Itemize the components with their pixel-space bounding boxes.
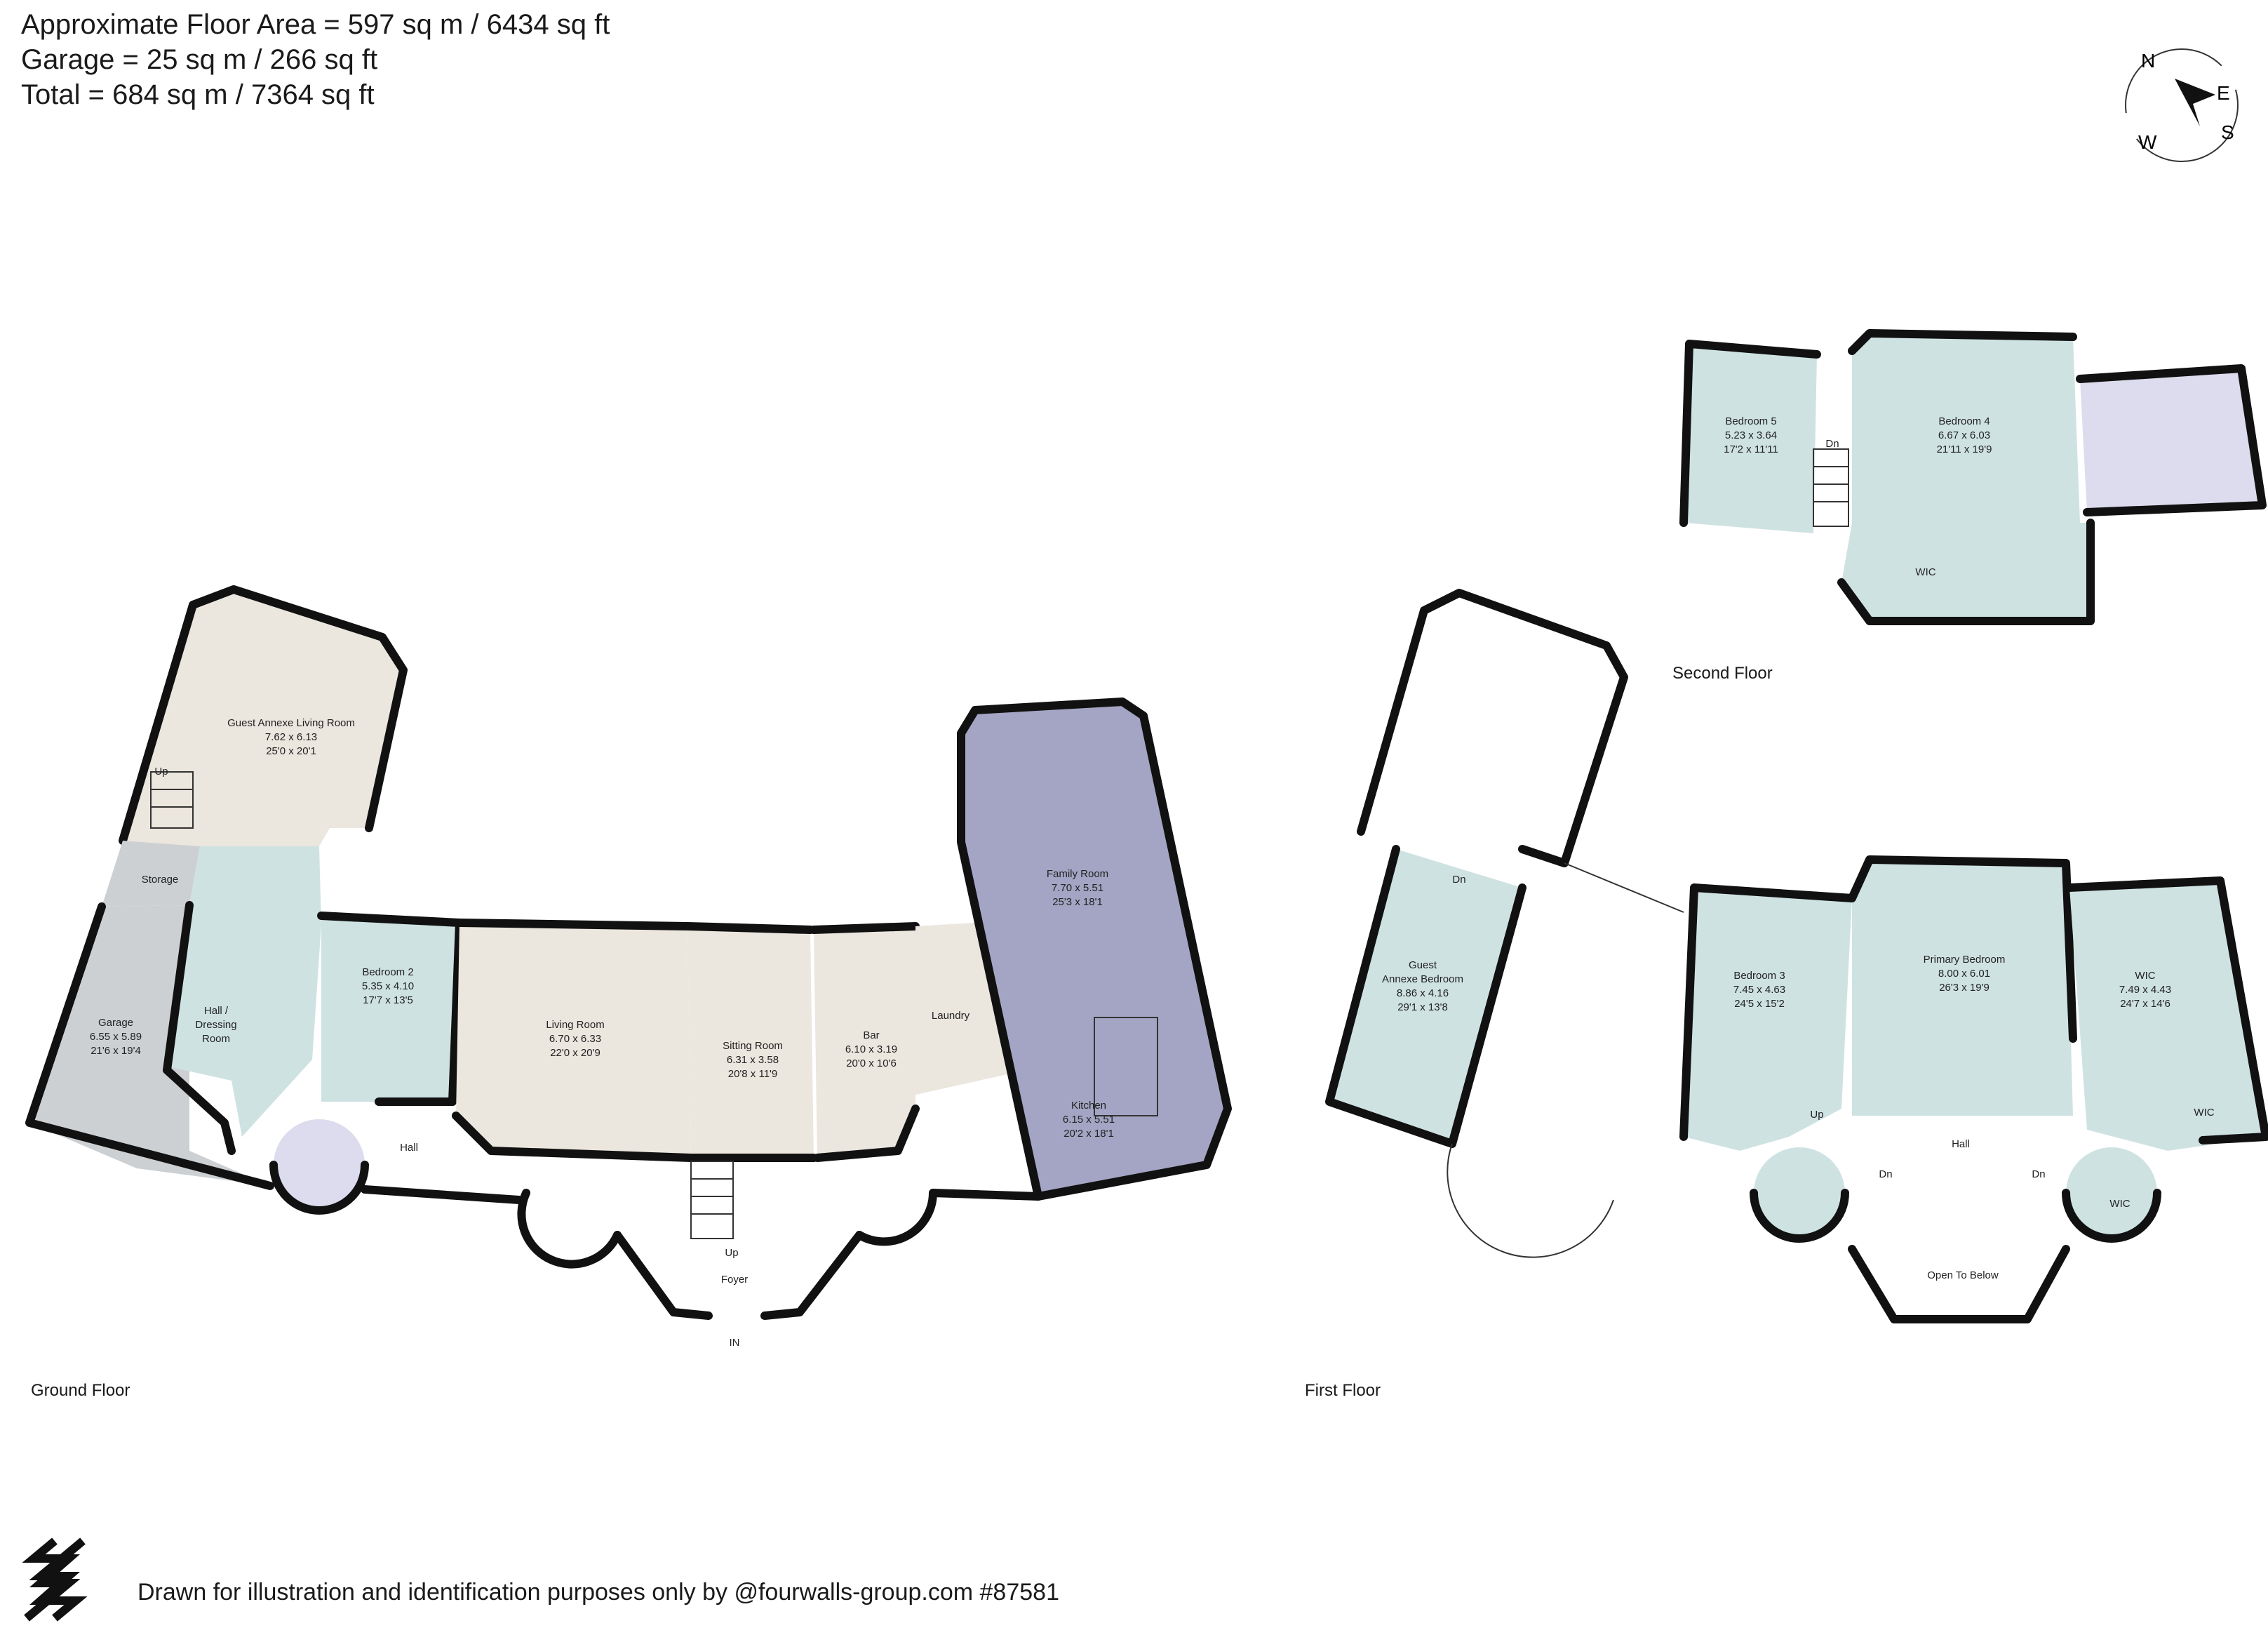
label-up-ground: Up	[725, 1247, 738, 1259]
room-guest-bedroom-ft: 29'1 x 13'8	[1397, 1001, 1448, 1013]
room-living-ft: 22'0 x 20'9	[550, 1047, 600, 1059]
room-primary-ft: 26'3 x 19'9	[1939, 982, 1989, 994]
room-kitchen-ft: 20'2 x 18'1	[1063, 1128, 1114, 1140]
room-primary-name: Primary Bedroom	[1924, 954, 2006, 966]
room-guest-living-m: 7.62 x 6.13	[265, 731, 317, 743]
room-primary-m: 8.00 x 6.01	[1938, 968, 1990, 980]
room-family-name: Family Room	[1047, 868, 1108, 880]
first-floor-plan	[1325, 589, 2268, 1323]
room-guest-bedroom-m: 8.86 x 4.16	[1397, 987, 1449, 999]
room-bedroom4-name: Bedroom 4	[1938, 415, 1989, 427]
room-bedroom5-name: Bedroom 5	[1725, 415, 1776, 427]
compass-n: N	[2141, 50, 2155, 72]
compass-e: E	[2217, 82, 2230, 104]
room-wic-round: WIC	[2109, 1198, 2130, 1210]
fourwalls-logo-icon	[22, 1537, 88, 1622]
room-kitchen-name: Kitchen	[1071, 1100, 1106, 1112]
room-bedroom3-name: Bedroom 3	[1733, 970, 1785, 982]
room-sitting-name: Sitting Room	[723, 1040, 783, 1052]
room-bedroom2-name: Bedroom 2	[362, 966, 413, 978]
ground-floor-plan	[25, 585, 1232, 1320]
room-sitting-ft: 20'8 x 11'9	[728, 1068, 778, 1080]
room-wic-first-ft: 24'7 x 14'6	[2120, 998, 2170, 1010]
label-foyer: Foyer	[721, 1274, 748, 1286]
room-wic-small: WIC	[2194, 1107, 2214, 1119]
room-living-m: 6.70 x 6.33	[549, 1033, 601, 1045]
room-family-ft: 25'3 x 18'1	[1052, 896, 1103, 908]
room-living-name: Living Room	[546, 1019, 604, 1031]
room-bedroom2-m: 5.35 x 4.10	[362, 980, 414, 992]
room-bedroom5-m: 5.23 x 3.64	[1725, 429, 1777, 441]
compass-s: S	[2221, 121, 2234, 143]
label-dn-first-b: Dn	[2032, 1168, 2045, 1180]
room-bedroom3-m: 7.45 x 4.63	[1733, 984, 1785, 996]
room-hall-dressing-2: Dressing	[195, 1019, 236, 1031]
room-kitchen-m: 6.15 x 5.51	[1063, 1114, 1115, 1126]
room-garage-m: 6.55 x 5.89	[90, 1031, 142, 1043]
compass-w: W	[2138, 131, 2157, 153]
first-floor-labels: Dn Guest Annexe Bedroom 8.86 x 4.16 29'1…	[1382, 874, 2215, 1281]
first-floor-label: First Floor	[1305, 1381, 1381, 1400]
room-bedroom5-ft: 17'2 x 11'11	[1724, 443, 1778, 455]
room-garage-ft: 21'6 x 19'4	[90, 1045, 141, 1057]
room-bedroom4-m: 6.67 x 6.03	[1938, 429, 1990, 441]
label-hall-ground: Hall	[400, 1142, 418, 1154]
total-area: Total = 684 sq m / 7364 sq ft	[21, 79, 375, 110]
label-dn-second: Dn	[1825, 438, 1839, 450]
room-wic-first-m: 7.49 x 4.43	[2119, 984, 2171, 996]
room-wic-second: WIC	[1915, 566, 1935, 578]
room-guest-bedroom-1: Guest	[1409, 959, 1437, 971]
room-guest-bedroom-2: Annexe Bedroom	[1382, 973, 1463, 985]
room-bedroom3-ft: 24'5 x 15'2	[1734, 998, 1785, 1010]
room-bar-name: Bar	[863, 1029, 879, 1041]
garage-area: Garage = 25 sq m / 266 sq ft	[21, 44, 378, 75]
approx-floor-area: Approximate Floor Area = 597 sq m / 6434…	[21, 9, 610, 40]
room-hall-dressing-3: Room	[202, 1033, 230, 1045]
room-garage-name: Garage	[98, 1017, 133, 1029]
label-open-below: Open To Below	[1927, 1269, 1999, 1281]
label-up-first: Up	[1810, 1109, 1823, 1121]
room-wic-first-name: WIC	[2135, 970, 2155, 982]
room-storage-name: Storage	[142, 874, 179, 886]
room-family-m: 7.70 x 5.51	[1052, 882, 1103, 894]
compass-arrow-icon: N E S W	[2125, 48, 2239, 162]
room-laundry-name: Laundry	[932, 1010, 970, 1022]
room-bedroom4-ft: 21'11 x 19'9	[1937, 443, 1992, 455]
room-guest-living-name: Guest Annexe Living Room	[227, 717, 355, 729]
room-hall-dressing-1: Hall /	[204, 1005, 229, 1017]
room-sitting-m: 6.31 x 3.58	[727, 1054, 779, 1066]
ground-floor-labels: Guest Annexe Living Room 7.62 x 6.13 25'…	[90, 717, 1115, 1349]
label-dn-annexe: Dn	[1452, 874, 1465, 886]
second-floor-label: Second Floor	[1672, 664, 1773, 683]
room-bar-m: 6.10 x 3.19	[845, 1043, 897, 1055]
second-floor-labels: Bedroom 5 5.23 x 3.64 17'2 x 11'11 Bedro…	[1724, 415, 1992, 578]
label-up-annexe: Up	[154, 766, 168, 778]
room-bar-ft: 20'0 x 10'6	[846, 1057, 897, 1069]
area-summary: Approximate Floor Area = 597 sq m / 6434…	[21, 7, 610, 112]
room-bedroom2-ft: 17'7 x 13'5	[363, 994, 413, 1006]
second-floor-plan	[1679, 329, 2267, 625]
disclaimer-text: Drawn for illustration and identificatio…	[137, 1579, 1059, 1606]
label-in: IN	[730, 1337, 740, 1349]
ground-floor-label: Ground Floor	[31, 1381, 130, 1400]
label-hall-first: Hall	[1952, 1138, 1970, 1150]
room-guest-living-ft: 25'0 x 20'1	[266, 745, 316, 757]
label-dn-first-a: Dn	[1879, 1168, 1892, 1180]
